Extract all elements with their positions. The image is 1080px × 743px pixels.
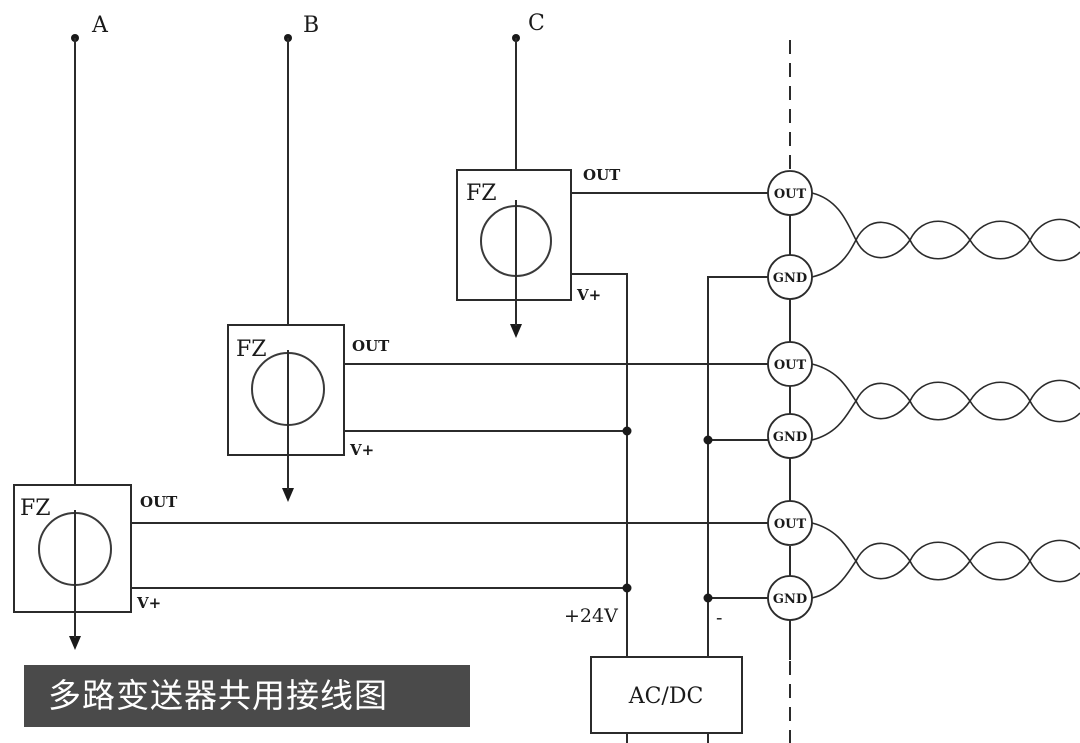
terminal-gnd-3-label: GND bbox=[773, 592, 807, 607]
terminal-out-3: OUT bbox=[767, 500, 813, 546]
transmitter-c: FZ OUT V+ bbox=[456, 166, 621, 326]
transmitter-b-label: FZ bbox=[236, 337, 267, 362]
positive-rail: +24V bbox=[131, 273, 632, 657]
bus-c-label: C bbox=[528, 11, 545, 36]
transmitter-c-label: FZ bbox=[466, 181, 497, 206]
terminal-out-3-label: OUT bbox=[774, 517, 807, 532]
transmitter-b: FZ OUT V+ bbox=[227, 324, 390, 490]
terminal-gnd-3: GND bbox=[767, 575, 813, 621]
twisted-pair-2 bbox=[811, 363, 1080, 441]
bus-b-label: B bbox=[303, 13, 319, 38]
negative-rail: - bbox=[703, 276, 768, 657]
negative-rail-label: - bbox=[716, 607, 722, 629]
transmitter-b-out-label: OUT bbox=[352, 337, 390, 355]
acdc-supply: AC/DC bbox=[590, 656, 743, 743]
terminal-gnd-1: GND bbox=[767, 254, 813, 300]
positive-rail-label: +24V bbox=[564, 605, 618, 627]
transmitter-a-label: FZ bbox=[20, 496, 51, 521]
transmitter-b-vplus-label: V+ bbox=[349, 441, 374, 459]
acdc-label: AC/DC bbox=[628, 684, 704, 709]
twisted-pair-3 bbox=[811, 522, 1080, 599]
transmitter-a: FZ OUT V+ bbox=[13, 484, 178, 638]
transmitter-c-vplus-label: V+ bbox=[576, 286, 601, 304]
diagram-caption: 多路变送器共用接线图 bbox=[24, 665, 470, 727]
terminal-gnd-2-label: GND bbox=[773, 430, 807, 445]
terminal-out-2-label: OUT bbox=[774, 358, 807, 373]
terminal-out-2: OUT bbox=[767, 341, 813, 387]
transmitter-a-vplus-label: V+ bbox=[136, 594, 161, 612]
twisted-pair-1 bbox=[811, 192, 1080, 278]
transmitter-c-out-label: OUT bbox=[583, 166, 621, 184]
terminal-out-1-label: OUT bbox=[774, 187, 807, 202]
terminal-gnd-2: GND bbox=[767, 413, 813, 459]
bus-a-label: A bbox=[91, 13, 109, 38]
terminal-out-1: OUT bbox=[767, 170, 813, 216]
transmitter-a-out-label: OUT bbox=[140, 493, 178, 511]
terminal-gnd-1-label: GND bbox=[773, 271, 807, 286]
